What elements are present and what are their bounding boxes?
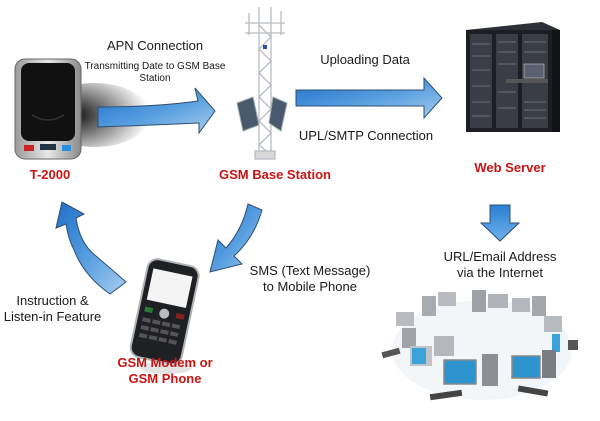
- arrow-station-to-phone: [209, 203, 263, 273]
- mobile-phone-icon: [129, 258, 200, 374]
- instruction-label-line1: Instruction &: [16, 293, 89, 308]
- transmitting-label-line1: Transmitting Date to GSM Base: [84, 61, 226, 72]
- gsm-modem-label-line2: GSM Phone: [128, 371, 202, 386]
- computer-network-icon: [381, 290, 578, 401]
- t2000-label: T-2000: [29, 167, 71, 182]
- gsm-base-station-label: GSM Base Station: [219, 167, 331, 182]
- url-email-label-line1: URL/Email Address: [443, 249, 557, 264]
- arrow-server-to-clients: [479, 204, 521, 242]
- uploading-data-label: Uploading Data: [320, 52, 410, 67]
- transmitting-label-line2: Station: [139, 73, 171, 84]
- cell-tower-icon: [236, 7, 288, 160]
- sms-label-line1: SMS (Text Message): [249, 263, 371, 278]
- arrow-station-to-server: [295, 76, 443, 120]
- upl-smtp-connection-label: UPL/SMTP Connection: [298, 128, 434, 143]
- gps-tracker-device-icon: [14, 58, 150, 160]
- t2000-node: [10, 55, 150, 165]
- server-rack-icon: [466, 22, 560, 132]
- instruction-label-line2: Listen-in Feature: [3, 309, 102, 324]
- arrow-phone-to-device: [55, 201, 127, 295]
- sms-label-line2: to Mobile Phone: [263, 279, 357, 294]
- url-email-label-line2: via the Internet: [457, 265, 543, 280]
- apn-connection-label: APN Connection: [106, 38, 204, 53]
- arrow-device-to-station: [97, 87, 216, 135]
- computer-cluster: [381, 290, 578, 401]
- web-server-label: Web Server: [474, 160, 546, 175]
- gsm-modem-label-line1: GSM Modem or: [117, 355, 213, 370]
